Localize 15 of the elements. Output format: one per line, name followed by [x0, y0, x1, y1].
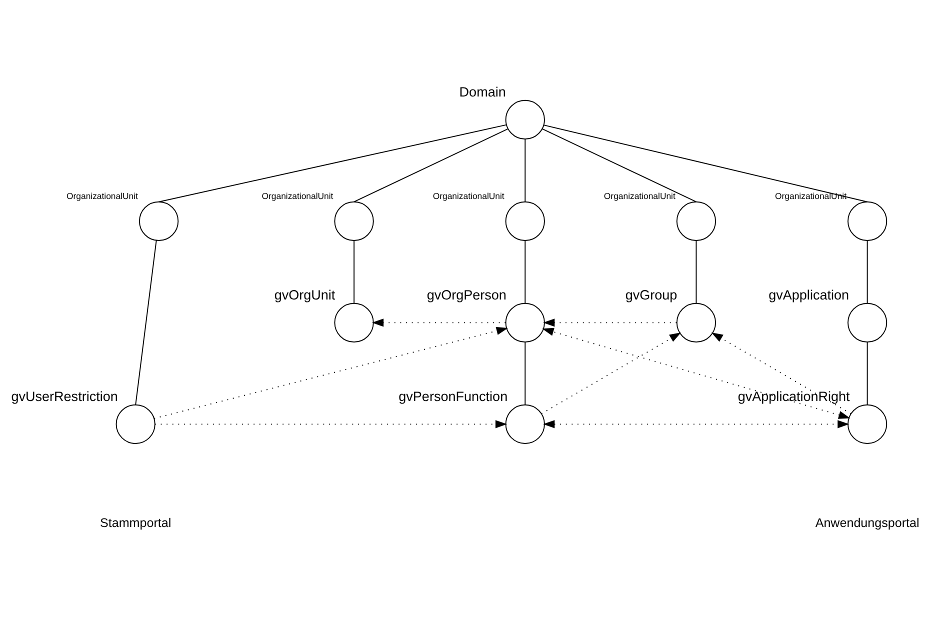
node-label: gvUserRestriction: [11, 388, 118, 404]
node-label: gvPersonFunction: [398, 388, 508, 404]
node-label: gvApplication: [768, 287, 850, 302]
node-label: OrganizationalUnit: [262, 190, 334, 201]
node-label: OrganizationalUnit: [432, 190, 504, 201]
node-label: gvOrgPerson: [426, 287, 506, 302]
node-label: OrganizationalUnit: [604, 190, 676, 201]
node-label: gvOrgUnit: [274, 287, 336, 302]
label: Anwendungsportal: [815, 516, 920, 530]
node-label: OrganizationalUnit: [66, 190, 138, 201]
node-label: gvApplicationRight: [738, 388, 850, 404]
node-label: gvGroup: [625, 287, 678, 302]
node-label: OrganizationalUnit: [775, 190, 846, 201]
node-label: Domain: [459, 84, 506, 100]
label: Stammportal: [100, 516, 172, 530]
